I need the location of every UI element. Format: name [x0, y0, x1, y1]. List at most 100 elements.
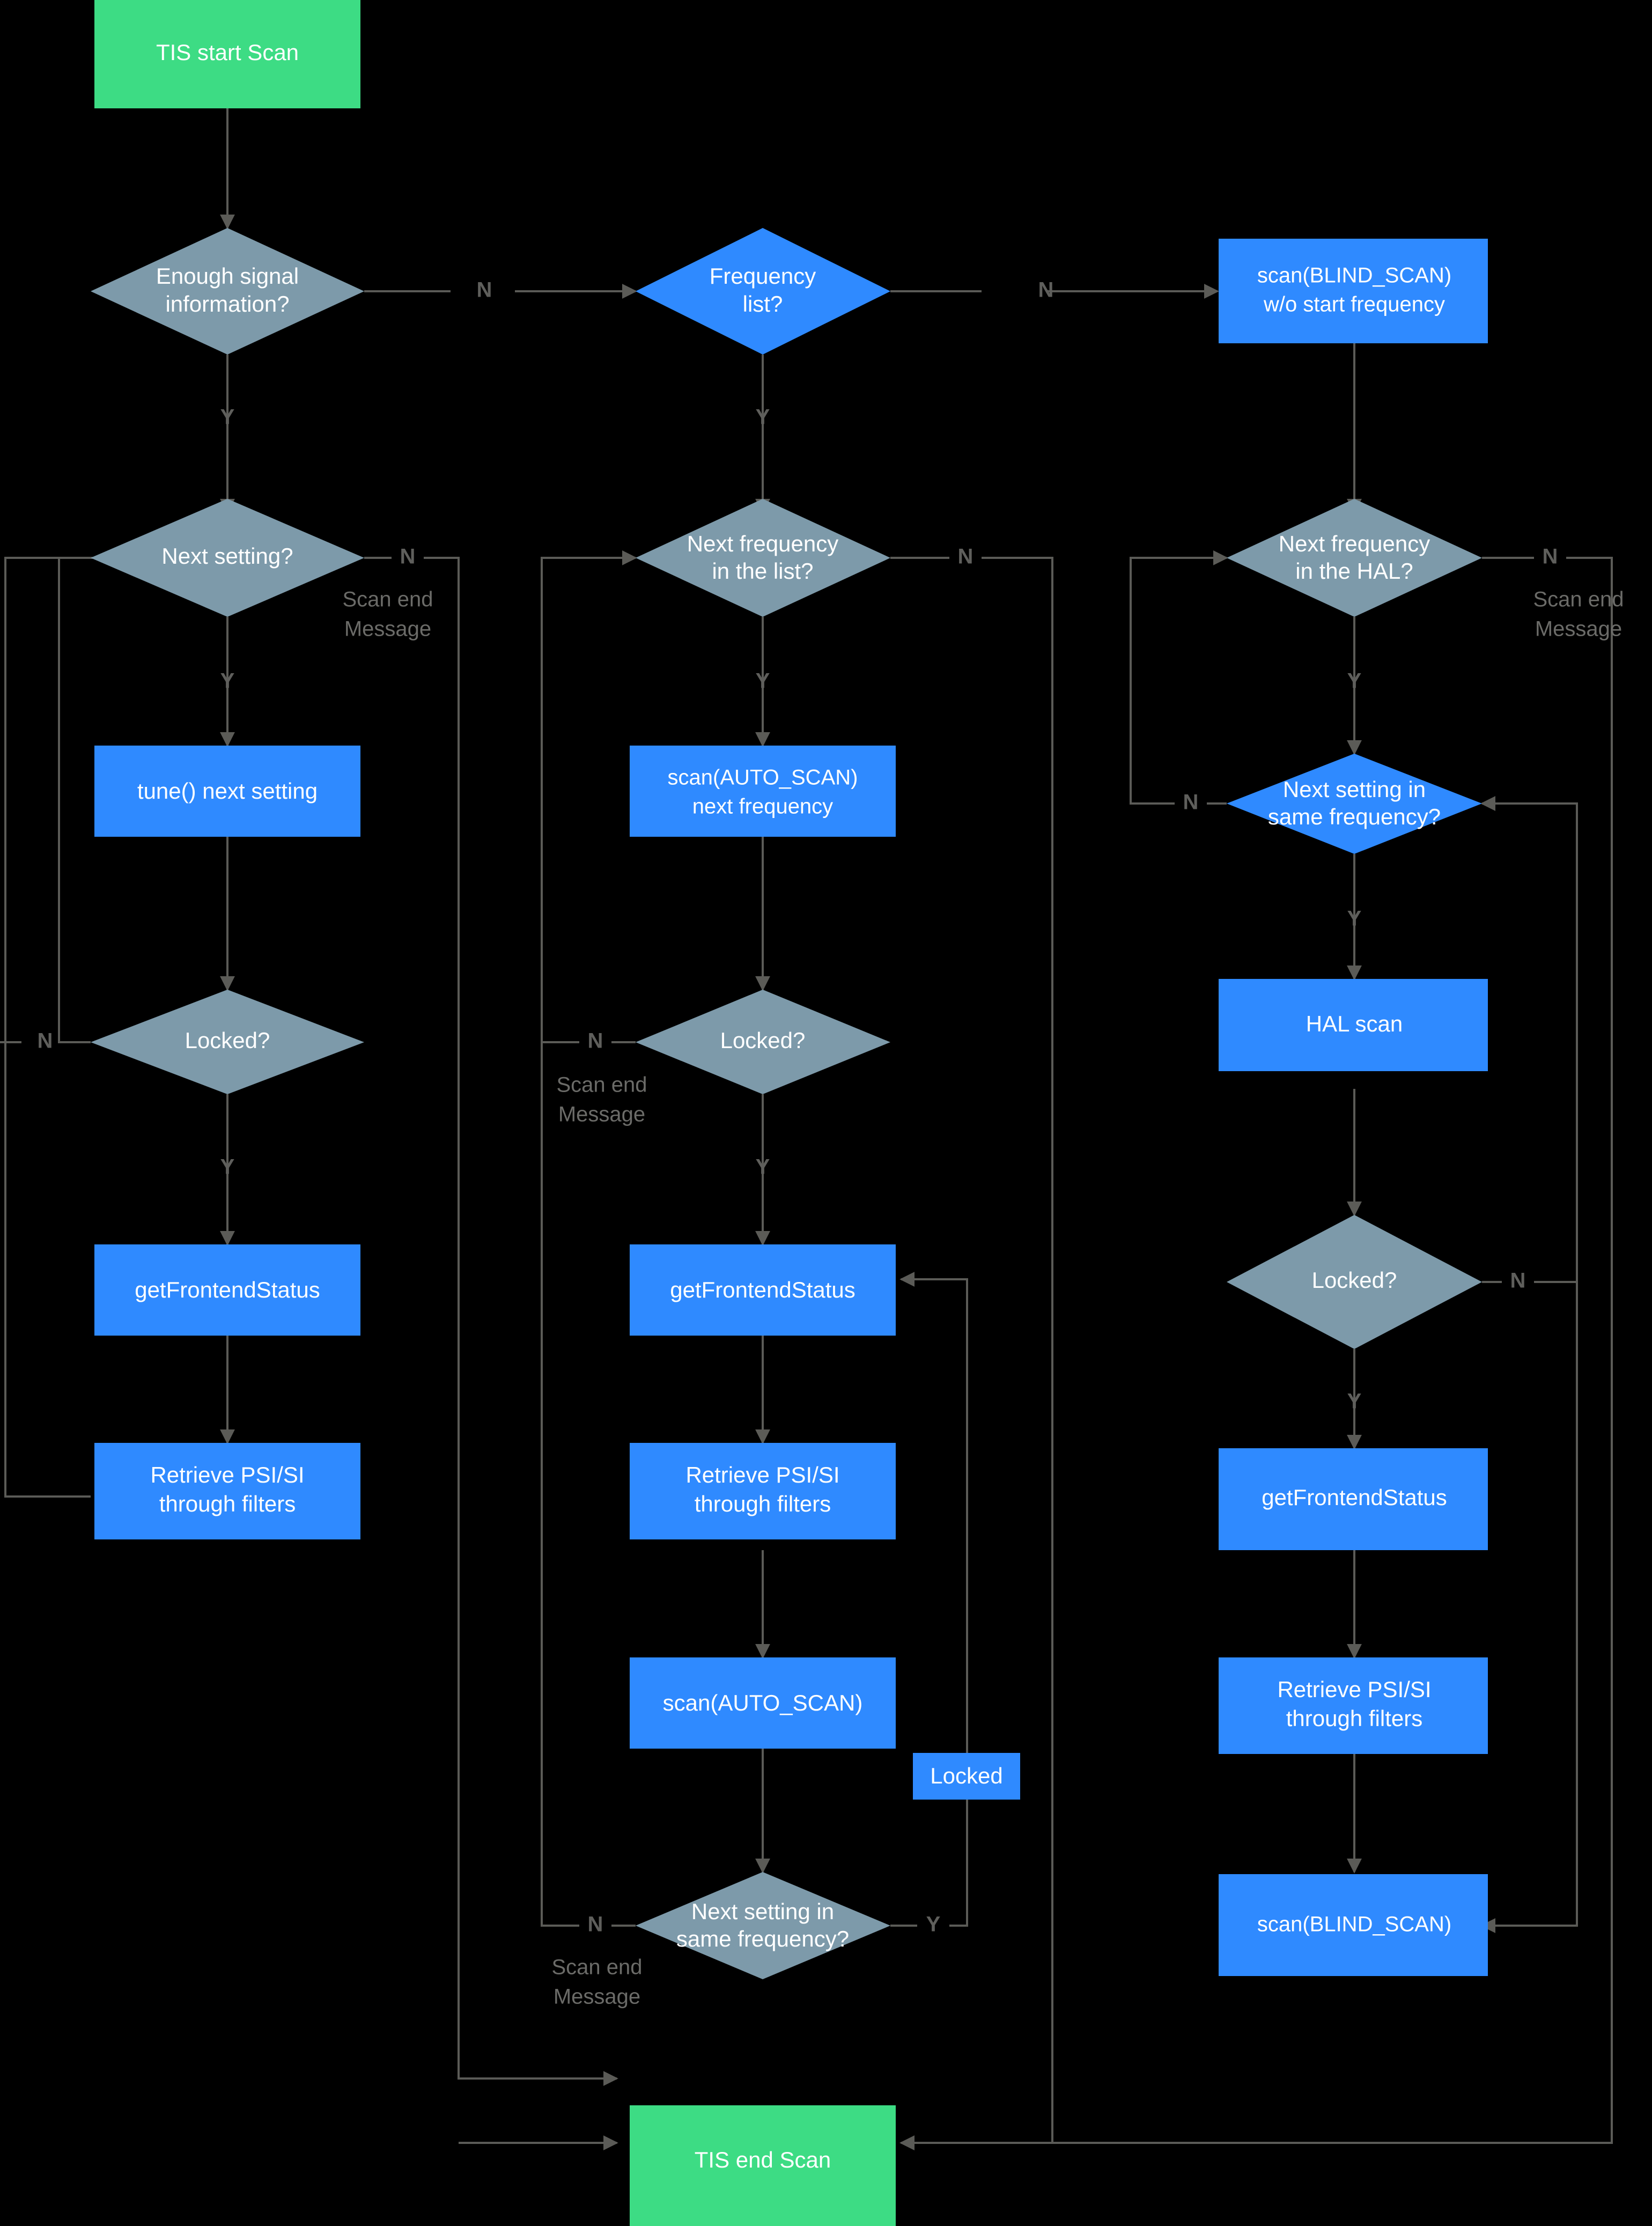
node-label-gfs-mid: getFrontendStatus	[670, 1277, 856, 1302]
edge-next-freq-list-n-down	[899, 557, 1053, 2150]
node-label-next-setting-same-mid-line1: Next setting in	[691, 1899, 834, 1924]
node-label-psi-left-line1: Retrieve PSI/SI	[150, 1462, 304, 1487]
node-tis-end-scan[interactable]: TIS end Scan	[630, 2105, 896, 2226]
edge-label-next-setting-same-hal-y: Y	[1347, 907, 1362, 931]
node-label-hal-scan: HAL scan	[1306, 1011, 1403, 1036]
node-get-frontend-status-mid[interactable]: getFrontendStatus	[630, 1244, 896, 1336]
process-shape-blind-scan	[1219, 1874, 1488, 1976]
node-locked-mid[interactable]: Locked?	[636, 990, 890, 1094]
node-next-setting-in-same-frequency-hal[interactable]: Next setting in same frequency?	[1227, 754, 1482, 854]
node-label-next-setting: Next setting?	[161, 543, 293, 569]
process-shape-hal-scan	[1219, 979, 1488, 1071]
edge-next-setting-n-down	[424, 557, 618, 2086]
edge-label-next-setting-same-hal-n: N	[1183, 791, 1199, 814]
edge-label-locked-left-y: Y	[220, 1155, 235, 1179]
node-label-locked-tag: Locked	[930, 1763, 1002, 1788]
terminator-shape-end	[630, 2105, 896, 2226]
node-label-next-setting-same-hal-line2: same frequency?	[1268, 804, 1441, 829]
node-locked-right[interactable]: Locked?	[1227, 1215, 1482, 1349]
node-next-frequency-in-the-hal[interactable]: Next frequency in the HAL?	[1227, 499, 1482, 617]
node-label-locked-mid: Locked?	[720, 1028, 806, 1053]
node-next-frequency-in-the-list[interactable]: Next frequency in the list?	[636, 499, 890, 617]
node-next-setting-in-same-frequency-mid[interactable]: Next setting in same frequency?	[636, 1872, 890, 1979]
node-label-blind-scan: scan(BLIND_SCAN)	[1257, 1913, 1451, 1936]
edge-psi-left-loop-to-next-setting	[4, 557, 156, 1498]
node-retrieve-psi-si-mid[interactable]: Retrieve PSI/SI through filters	[630, 1443, 896, 1539]
note-scan-end-left-line1: Scan end	[342, 588, 433, 611]
note-scan-end-right-line2: Message	[1535, 617, 1622, 641]
node-get-frontend-status-left[interactable]: getFrontendStatus	[94, 1244, 360, 1336]
node-retrieve-psi-si-right[interactable]: Retrieve PSI/SI through filters	[1219, 1657, 1488, 1754]
node-label-enough-signal-line2: information?	[165, 291, 289, 316]
edge-locked-right-n-down	[1480, 1281, 1578, 1933]
decision-shape-locked-right	[1227, 1215, 1482, 1349]
node-label-psi-right-line1: Retrieve PSI/SI	[1277, 1677, 1431, 1702]
process-shape-blind-scan-nostart	[1219, 239, 1488, 343]
node-enough-signal-information[interactable]: Enough signal information?	[91, 228, 364, 355]
process-shape-tune-next-setting	[94, 746, 360, 837]
decision-shape-next-setting-same-hal	[1227, 754, 1482, 854]
note-scan-end-right-line1: Scan end	[1533, 588, 1624, 611]
node-label-blind-scan-nostart-line1: scan(BLIND_SCAN)	[1257, 264, 1451, 288]
edge-label-next-freq-list-y: Y	[756, 669, 770, 693]
node-scan-blind-scan[interactable]: scan(BLIND_SCAN)	[1219, 1874, 1488, 1976]
edge-blind-scan-to-next-setting-same-hal	[1480, 796, 1578, 1927]
decision-shape-locked-left	[91, 990, 364, 1094]
node-label-auto-scan-next-line1: scan(AUTO_SCAN)	[668, 766, 858, 790]
note-scan-end-mid-line2: Message	[558, 1103, 645, 1126]
node-next-setting[interactable]: Next setting?	[91, 499, 364, 617]
edge-label-freq-list-n: N	[1038, 278, 1054, 302]
node-hal-scan[interactable]: HAL scan	[1219, 979, 1488, 1071]
node-label-psi-mid-line1: Retrieve PSI/SI	[685, 1462, 839, 1487]
node-label-tis-end-scan: TIS end Scan	[695, 2147, 831, 2172]
edge-label-next-setting-y: Y	[220, 669, 235, 693]
node-label-next-freq-list-line2: in the list?	[712, 558, 813, 584]
node-label-next-freq-hal-line1: Next frequency	[1279, 531, 1430, 556]
edge-label-locked-mid-n: N	[588, 1029, 603, 1053]
process-shape-auto-scan-next	[630, 746, 896, 837]
edge-next-setting-same-mid-n-loop	[541, 558, 579, 1927]
decision-shape-frequency-list	[636, 228, 890, 355]
node-scan-auto-scan[interactable]: scan(AUTO_SCAN)	[630, 1657, 896, 1749]
node-label-psi-left-line2: through filters	[159, 1491, 296, 1516]
node-tune-next-setting[interactable]: tune() next setting	[94, 746, 360, 837]
node-label-frequency-list-line1: Frequency	[710, 263, 816, 289]
node-get-frontend-status-right[interactable]: getFrontendStatus	[1219, 1448, 1488, 1550]
edge-locked-mid-n-loop	[541, 550, 637, 1043]
process-shape-auto-scan	[630, 1657, 896, 1749]
node-label-psi-mid-line2: through filters	[695, 1491, 831, 1516]
edge-next-setting-same-hal-n-loop	[1130, 550, 1228, 805]
process-shape-locked-tag	[913, 1753, 1020, 1800]
edge-next-freq-hal-n-down	[899, 557, 1613, 2150]
edge-label-locked-mid-y: Y	[756, 1155, 770, 1179]
node-scan-blind-scan-without-start-frequency[interactable]: scan(BLIND_SCAN) w/o start frequency	[1219, 239, 1488, 343]
terminator-shape-start	[94, 0, 360, 108]
edge-label-enough-signal-n: N	[477, 278, 492, 302]
node-label-next-freq-list-line1: Next frequency	[687, 531, 838, 556]
note-scan-end-mid-bottom-line2: Message	[554, 1985, 640, 2009]
edge-label-enough-signal-y: Y	[220, 406, 235, 429]
node-scan-auto-scan-next-frequency[interactable]: scan(AUTO_SCAN) next frequency	[630, 746, 896, 837]
node-locked-left[interactable]: Locked?	[91, 990, 364, 1094]
edge-label-locked-right-n: N	[1510, 1269, 1526, 1293]
process-shape-psi-right	[1219, 1657, 1488, 1754]
edge-label-next-setting-same-mid-n: N	[588, 1913, 603, 1936]
node-label-blind-scan-nostart-line2: w/o start frequency	[1263, 293, 1445, 316]
decision-shape-locked-mid	[636, 990, 890, 1094]
node-label-next-setting-same-mid-line2: same frequency?	[676, 1926, 849, 1951]
process-shape-gfs-right	[1219, 1448, 1488, 1550]
node-locked-tag[interactable]: Locked	[913, 1753, 1020, 1800]
node-label-locked-right: Locked?	[1312, 1267, 1397, 1293]
process-shape-psi-mid	[630, 1443, 896, 1539]
edge-label-next-freq-hal-n: N	[1543, 545, 1558, 569]
edge-labels-layer: N Y N Y N Y N Y N Y N Y N Y N Y N Y N Y	[38, 278, 1558, 1936]
node-label-tune-next-setting: tune() next setting	[137, 778, 318, 804]
node-frequency-list[interactable]: Frequency list?	[636, 228, 890, 355]
decision-shape-next-freq-list	[636, 499, 890, 617]
node-retrieve-psi-si-left[interactable]: Retrieve PSI/SI through filters	[94, 1443, 360, 1539]
note-scan-end-left-line2: Message	[344, 617, 431, 641]
node-label-gfs-left: getFrontendStatus	[135, 1277, 320, 1302]
node-tis-start-scan[interactable]: TIS start Scan	[94, 0, 360, 108]
